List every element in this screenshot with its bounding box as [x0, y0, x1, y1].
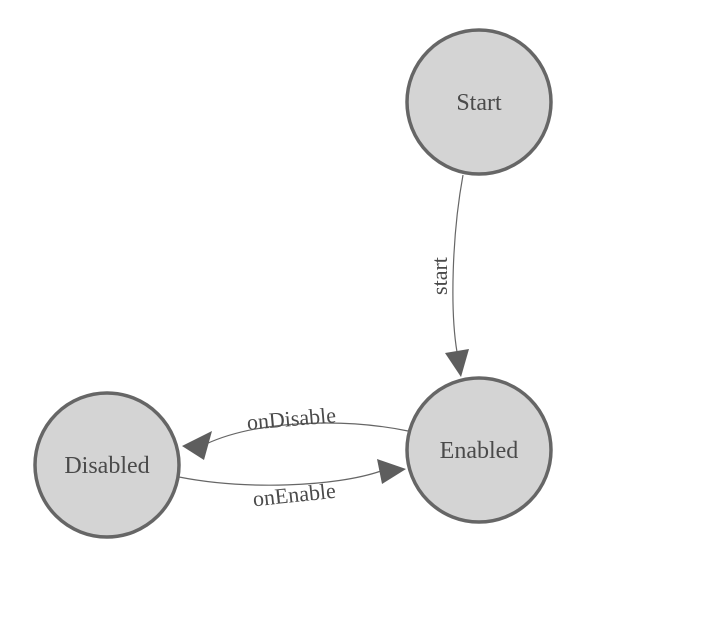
- node-enabled: Enabled: [405, 376, 553, 524]
- edge-onenable-arrowhead-icon: [377, 459, 406, 484]
- node-disabled: Disabled: [33, 391, 181, 539]
- node-start-label: Start: [456, 90, 502, 116]
- edge-start: start: [427, 174, 469, 377]
- edge-ondisable-arrowhead-icon: [182, 431, 212, 460]
- node-start: Start: [405, 28, 553, 176]
- node-enabled-label: Enabled: [440, 438, 519, 464]
- edge-ondisable-label: onDisable: [246, 402, 337, 435]
- edge-ondisable-line: [205, 422, 409, 445]
- node-disabled-circle: [33, 391, 181, 539]
- edge-onenable: onEnable: [178, 459, 406, 512]
- edge-onenable-line: [178, 470, 382, 486]
- node-enabled-circle: [405, 376, 553, 524]
- node-start-circle: [405, 28, 553, 176]
- edge-start-label: start: [427, 257, 452, 295]
- edge-onenable-label: onEnable: [252, 478, 337, 512]
- node-disabled-label: Disabled: [64, 453, 149, 479]
- edge-ondisable: onDisable: [182, 402, 409, 460]
- edge-start-line: [452, 174, 464, 353]
- edge-start-arrowhead-icon: [445, 349, 469, 377]
